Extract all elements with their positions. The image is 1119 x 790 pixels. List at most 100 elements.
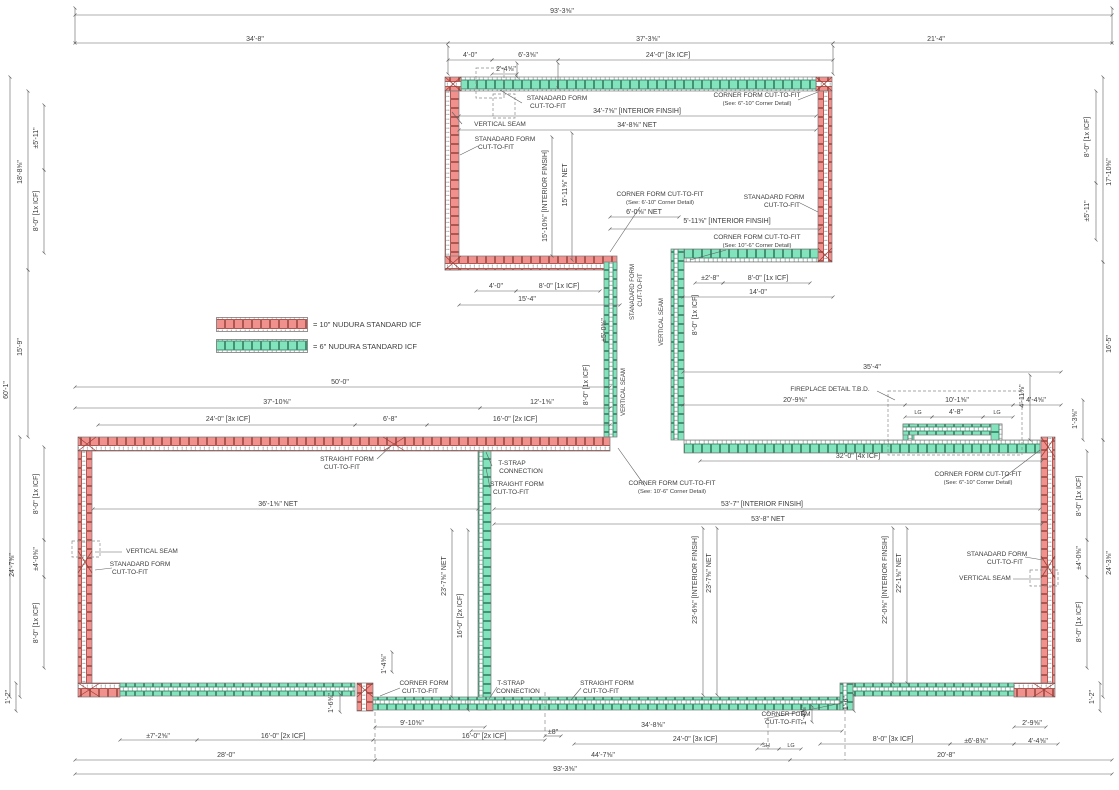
plan-label: (See: 10'-6" Corner Detail)	[638, 489, 706, 495]
plan-label: VERTICAL SEAM	[474, 121, 526, 128]
plan-label: 24'-3⅝"	[1106, 551, 1113, 575]
plan-label: STANADARD FORM	[527, 95, 588, 102]
plan-label: 8'-0" [3x ICF]	[873, 736, 913, 743]
corner-x-mark	[1040, 555, 1056, 579]
plan-label: CUT-TO-FIT	[764, 202, 800, 209]
plan-label: 12'-1⅝"	[530, 399, 554, 406]
plan-label: 4'-8"	[949, 409, 963, 416]
wall-10in-icf	[1040, 436, 1056, 684]
plan-label: 24'-7⅝"	[9, 553, 16, 577]
wall-10in-icf	[77, 436, 611, 452]
plan-label: 34'-8⅝" NET	[617, 122, 657, 129]
corner-x-mark	[77, 436, 97, 452]
plan-label: 16'-0" [2x ICF]	[457, 594, 464, 638]
plan-label: VERTICAL SEAM	[126, 548, 178, 555]
plan-label: 17'-10⅝"	[1106, 158, 1113, 186]
legend-label-10in-icf: = 10" NUDURA STANDARD ICF	[313, 320, 422, 329]
dashed-outline	[475, 67, 505, 99]
dashed-outline	[1029, 569, 1059, 587]
plan-label: 8'-0" [1x ICF]	[1076, 602, 1083, 642]
plan-label: 93'-3⅝"	[553, 766, 577, 773]
leader-line	[488, 686, 498, 700]
plan-label: 35'-4"	[863, 364, 881, 371]
wall-6in-icf	[683, 248, 819, 263]
corner-x-mark	[77, 682, 101, 698]
wall-6in-icf	[477, 450, 492, 711]
plan-label: LG	[787, 743, 794, 749]
leader-line	[376, 444, 393, 460]
leader-line	[499, 89, 523, 104]
plan-label: CONNECTION	[499, 468, 543, 475]
plan-label: 16'-5"	[1106, 335, 1113, 353]
plan-label: 36'-1⅝" NET	[258, 501, 298, 508]
legend-swatch-6in-icf-icon	[216, 339, 308, 353]
plan-label: 4'-0"	[463, 52, 477, 59]
plan-label: 15'-9"	[17, 338, 24, 356]
plan-label: CORNER FORM CUT-TO-FIT	[935, 471, 1022, 478]
plan-label: LG	[914, 410, 921, 416]
wall-10in-icf	[77, 682, 121, 698]
leader-line	[689, 249, 727, 261]
plan-label: 6'-3⅝"	[518, 52, 538, 59]
plan-label: 23'-7⅝" NET	[706, 552, 713, 592]
plan-label: CUT-TO-FIT	[638, 273, 644, 307]
wall-6in-icf	[683, 439, 1041, 454]
plan-label: 21'-4"	[927, 36, 945, 43]
wall-10in-icf	[444, 255, 618, 271]
leader-line	[94, 567, 113, 571]
plan-label: 37'-10⅝"	[263, 399, 291, 406]
plan-label: CORNER FORM CUT-TO-FIT	[629, 480, 716, 487]
plan-label: 8'-0" [1x ICF]	[583, 365, 590, 405]
plan-label: 16'-0" [2x ICF]	[462, 733, 506, 740]
plan-label: 20'-8"	[937, 752, 955, 759]
corner-x-mark	[382, 436, 406, 452]
plan-label: CUT-TO-FIT	[402, 688, 438, 695]
walls-layer	[77, 76, 1056, 712]
plan-label: VERTICAL SEAM	[621, 368, 627, 416]
plan-label: FIREPLACE DETAIL T.B.D.	[790, 386, 870, 393]
wall-6in-icf	[852, 682, 1015, 697]
leader-line	[876, 390, 896, 401]
plan-label: ±5'-11"	[33, 127, 40, 149]
plan-label: 1'-2"	[1089, 690, 1096, 704]
plan-label: 23'-6⅝" [INTERIOR FINSIH]	[692, 536, 699, 624]
dimension-lines-layer	[8, 6, 1114, 776]
leader-line	[451, 111, 463, 125]
plan-label: 16'-0" [2x ICF]	[261, 733, 305, 740]
plan-label: 1'-6"	[843, 696, 850, 710]
plan-label: 1'-3⅝"	[1072, 409, 1079, 429]
plan-label: VERTICAL SEAM	[659, 298, 665, 346]
plan-label: ±8"	[548, 729, 559, 736]
plan-label: 4'-11⅝"	[1019, 384, 1026, 408]
leader-line	[459, 145, 479, 156]
plan-label: 34'-7⅝" [INTERIOR FINSIH]	[593, 108, 681, 115]
plan-label: 8'-0" [1x ICF]	[33, 474, 40, 514]
plan-label: STANADARD FORM	[110, 561, 171, 568]
plan-label: CUT-TO-FIT	[530, 103, 566, 110]
leader-line	[570, 687, 582, 701]
plan-label: T-STRAP	[498, 460, 525, 467]
plan-label: T-STRAP	[497, 680, 524, 687]
plan-label: 24'-0" [3x ICF]	[646, 52, 690, 59]
plan-label: 53'-8" NET	[751, 516, 786, 523]
labels-layer: 93'-3⅝"34'-8"37'-3⅝"21'-4"4'-0"6'-3⅝"24'…	[3, 8, 1113, 773]
plan-label: STANADARD FORM	[744, 194, 805, 201]
plan-label: 15'-4"	[518, 296, 536, 303]
leader-line	[609, 206, 641, 253]
plan-label: CORNER FORM	[399, 680, 448, 687]
plan-label: 8'-0" [1x ICF]	[1076, 476, 1083, 516]
plan-label: 8'-0" [1x ICF]	[1084, 117, 1091, 157]
wall-6in-icf	[670, 248, 685, 441]
plan-label: LG	[993, 410, 1000, 416]
corner-x-mark	[815, 76, 833, 92]
dashed-outline	[71, 540, 101, 558]
plan-label: 44'-7⅝"	[591, 752, 615, 759]
legend-swatch-10in-icf-icon	[216, 317, 308, 332]
plan-label: 22'-0⅝" [INTERIOR FINSIH]	[882, 536, 889, 624]
plan-label: 2'-4⅝"	[496, 66, 516, 73]
plan-label: 4'-4⅝"	[1028, 738, 1048, 745]
plan-label: STANADARD FORM	[967, 551, 1028, 558]
plan-label: 22'-1⅝" NET	[896, 552, 903, 592]
plan-label: CONNECTION	[496, 688, 540, 695]
